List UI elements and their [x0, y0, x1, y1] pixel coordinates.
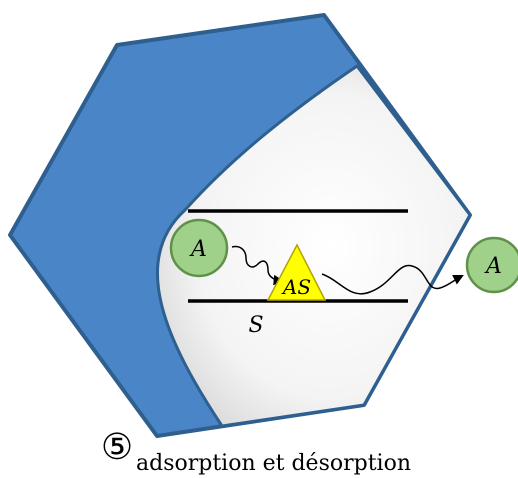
step-number: ⑤ — [101, 427, 133, 468]
adsorbed-species-label: AS — [281, 275, 311, 299]
surface-label: S — [248, 313, 263, 338]
molecule-in-label: A — [189, 237, 207, 262]
molecule-out-label: A — [484, 254, 502, 279]
caption-text: adsorption et désorption — [136, 451, 411, 476]
